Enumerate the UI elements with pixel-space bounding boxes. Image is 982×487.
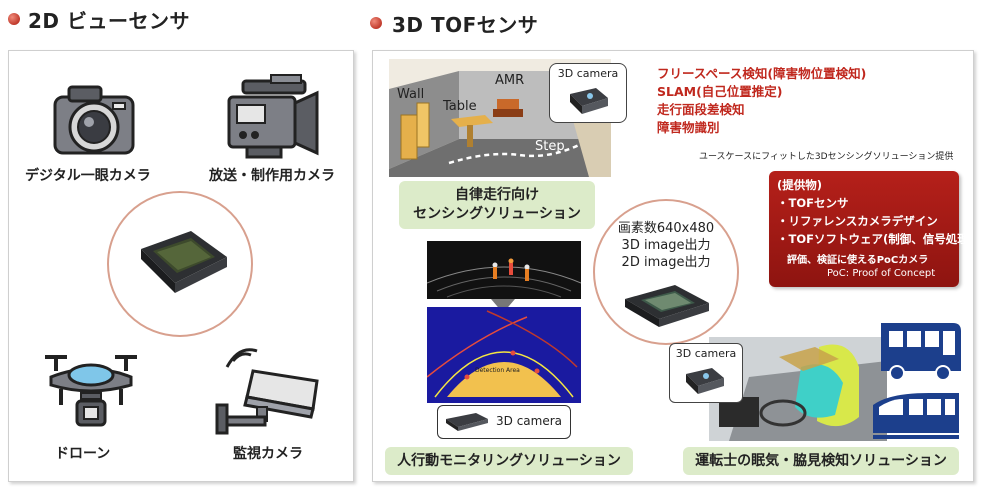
sensor-specs: 画素数640x480 3D image出力 2D image出力: [595, 221, 737, 272]
autonomous-line2: センシングソリューション: [413, 206, 581, 222]
section-bullet: [370, 17, 382, 29]
sensor-circle: [107, 191, 253, 337]
feature-step-detection: 走行面段差検知: [657, 102, 745, 118]
label-security-camera: 監視カメラ: [233, 446, 303, 462]
feature-obstacle-id: 障害物識別: [657, 120, 720, 136]
feature-free-space: フリースペース検知(障害物位置検知): [657, 66, 867, 81]
label-drone: ドローン: [55, 446, 111, 462]
feature-list: フリースペース検知(障害物位置検知) SLAM(自己位置推定) 走行面段差検知 …: [657, 65, 866, 138]
scene-label-wall: Wall: [397, 87, 425, 102]
label-dslr: デジタル一眼カメラ: [25, 168, 151, 184]
down-arrow-icon: [491, 299, 515, 313]
section-title-3d: 3D TOFセンサ: [392, 13, 539, 37]
train-icon: [873, 393, 959, 439]
people-monitoring-box: 人行動モニタリングソリューション: [385, 447, 633, 475]
scene-label-step: Step: [535, 139, 565, 154]
pointcloud-illustration: [426, 258, 582, 298]
tracking-camera-label: 3D camera: [496, 414, 562, 428]
tof-camera-icon: [446, 413, 488, 431]
offer-item-reference-design: ・リファレンスカメラデザイン: [777, 214, 938, 228]
image-sensor-icon: [141, 231, 227, 293]
offer-poc-definition: PoC: Proof of Concept: [827, 268, 936, 279]
offer-head: (提供物): [777, 178, 823, 192]
camera-callout-tracking: 3D camera: [437, 405, 571, 439]
tof-camera-icon: [570, 88, 608, 114]
tof-sensor-circle: 画素数640x480 3D image出力 2D image出力: [593, 199, 739, 345]
drone-icon: [45, 355, 137, 427]
detection-area-text: Detection Area: [475, 367, 520, 374]
offer-poc-camera: 評価、検証に使えるPoCカメラ: [787, 255, 929, 266]
camera-callout-label: 3D camera: [557, 67, 619, 80]
usecase-note: ユースケースにフィットした3Dセンシングソリューション提供: [699, 152, 954, 162]
panel-3d-tof: Wall Table AMR Step 3D camera フリースペース検知(…: [372, 50, 974, 482]
tof-sensor-chip-icon: [625, 285, 709, 327]
feature-slam: SLAM(自己位置推定): [657, 84, 783, 100]
camera-callout-driver: 3D camera: [669, 343, 743, 403]
spec-pixels: 画素数640x480: [617, 221, 715, 236]
camera-callout-amr: 3D camera: [549, 63, 627, 123]
tracking-detection-view: Detection Area: [426, 307, 581, 403]
camera-icon: [53, 85, 135, 155]
scene-label-table: Table: [443, 99, 477, 114]
offering-box: (提供物) ・TOFセンサ ・リファレンスカメラデザイン ・TOFソフトウェア(…: [769, 171, 974, 287]
scene-label-amr: AMR: [495, 73, 525, 88]
driver-camera-label: 3D camera: [675, 347, 737, 360]
security-camera-icon: [215, 348, 319, 435]
label-broadcast-camera: 放送・制作用カメラ: [209, 168, 335, 184]
panel-2d-sensor: デジタル一眼カメラ 放送・制作用カメラ ドローン: [8, 50, 354, 482]
offer-item-tof-sensor: ・TOFセンサ: [777, 196, 849, 210]
bus-icon: [881, 323, 961, 381]
tracking-pointcloud-view: [426, 241, 582, 299]
spec-2d-output: 2D image出力: [621, 254, 711, 270]
video-camera-icon: [227, 74, 319, 159]
section-title-2d: 2D ビューセンサ: [28, 9, 190, 33]
autonomous-line1: 自律走行向け: [455, 187, 539, 204]
section-bullet: [8, 13, 20, 25]
spec-3d-output: 3D image出力: [621, 237, 711, 253]
detection-illustration: [426, 310, 578, 398]
driver-monitoring-box: 運転士の眠気・脇見検知ソリューション: [683, 447, 959, 475]
autonomous-solution-box: 自律走行向け センシングソリューション: [399, 181, 595, 229]
tof-camera-icon: [686, 368, 724, 394]
offer-item-tof-software: ・TOFソフトウェア(制御、信号処理): [777, 232, 974, 246]
